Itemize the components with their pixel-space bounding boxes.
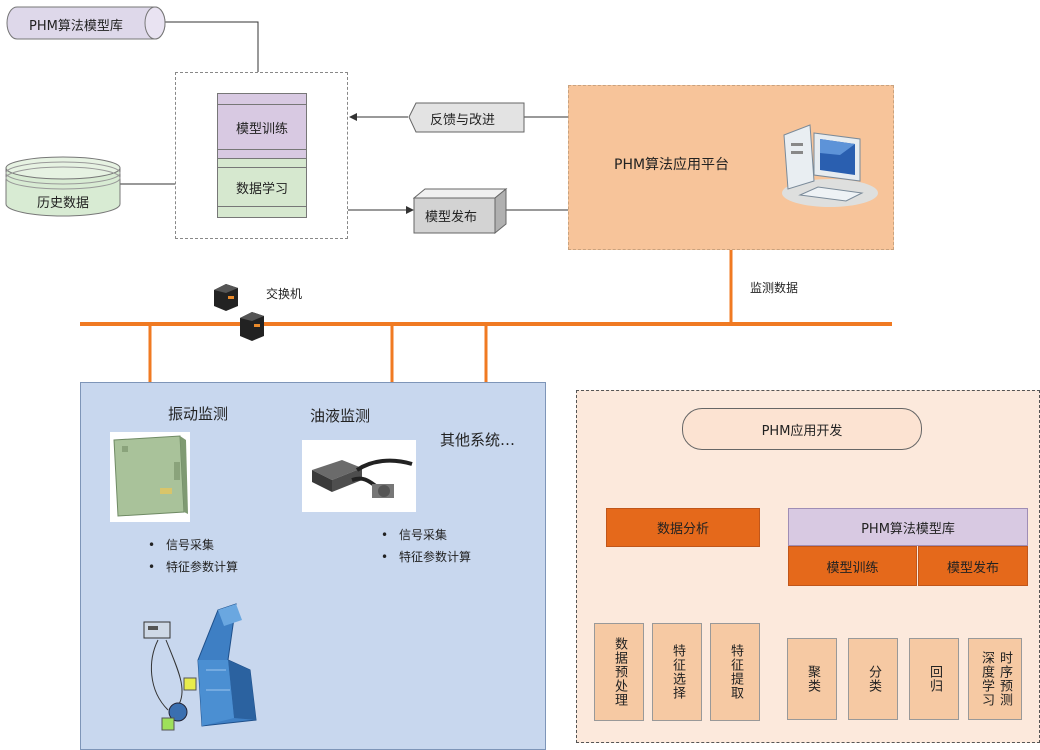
model-release-orange-box: 模型发布 [918, 546, 1028, 586]
data-learning-label: 数据学习 [235, 181, 288, 197]
model-release-box: 模型发布 [413, 188, 508, 235]
switch-shape-2 [240, 312, 264, 341]
model-library-box-label: PHM算法模型库 [861, 521, 955, 537]
model-training-label: 模型训练 [235, 121, 288, 137]
data-analysis-label: 数据分析 [656, 522, 709, 537]
feedback-label: 反馈与改进 [430, 113, 496, 128]
model-library-box: PHM算法模型库 [788, 508, 1028, 546]
release-3d-shape [413, 188, 508, 235]
model-stack: 模型训练 数据学习 [217, 93, 307, 218]
data-learning-block: 数据学习 [217, 167, 307, 207]
computer-icon [770, 115, 880, 215]
leaf-classification: 分类 [848, 638, 898, 720]
leaf-feature-extract-label: 特征提取 [728, 644, 743, 700]
vibration-items: 信号采集 特征参数计算 [152, 534, 238, 578]
oil-title: 油液监测 [310, 407, 371, 425]
model-library-label: PHM算法模型库 [29, 19, 123, 34]
oil-device-shape [302, 440, 416, 512]
history-data-label: 历史数据 [37, 196, 90, 211]
leaf-regression: 回归 [909, 638, 959, 720]
leaf-feature-extract: 特征提取 [710, 623, 760, 721]
switch-shape-1 [214, 284, 238, 311]
network-switch-icon [238, 310, 266, 342]
vibration-sensor-box-icon [110, 432, 190, 522]
computer-shape [782, 124, 878, 207]
vibration-device-shape [110, 432, 190, 522]
history-data-cylinder: 历史数据 [5, 156, 121, 218]
leaf-feature-select-label: 特征选择 [670, 644, 685, 700]
leaf-timeseries-deeplearning: 深度学习 时序预测 [968, 638, 1022, 720]
vibration-title: 振动监测 [168, 405, 229, 423]
leaf-data-preprocess-label: 数据预处理 [612, 637, 627, 707]
leaf-data-preprocess: 数据预处理 [594, 623, 644, 721]
leaf-classification-label: 分类 [866, 665, 881, 693]
oil-item-signal: 信号采集 [385, 524, 471, 546]
data-analysis-box: 数据分析 [606, 508, 760, 547]
leaf-deep-learning-label: 深度学习 [979, 651, 994, 707]
vibration-item-signal: 信号采集 [152, 534, 238, 556]
vibration-item-feature: 特征参数计算 [152, 556, 238, 578]
others-title: 其他系统… [440, 431, 516, 449]
oil-items: 信号采集 特征参数计算 [385, 524, 471, 568]
phm-dev-root-label: PHM应用开发 [761, 423, 843, 439]
leaf-clustering: 聚类 [787, 638, 837, 720]
oil-sensor-icon [302, 440, 416, 512]
platform-label: PHM算法应用平台 [614, 157, 730, 173]
turbine-machine-icon [138, 600, 278, 738]
model-release-box-label: 模型发布 [946, 560, 999, 576]
leaf-regression-label: 回归 [927, 665, 942, 693]
stack-bottom-stripe [217, 206, 307, 218]
leaf-timeseries-label: 时序预测 [997, 651, 1012, 707]
feedback-shape [408, 102, 525, 133]
leaf-feature-select: 特征选择 [652, 623, 702, 721]
monitor-data-label: 监测数据 [750, 281, 799, 295]
model-release-label: 模型发布 [425, 210, 478, 225]
turbine-shape [143, 603, 257, 731]
phm-dev-root: PHM应用开发 [682, 408, 922, 450]
model-training-box: 模型训练 [788, 546, 917, 586]
model-training-box-label: 模型训练 [826, 560, 879, 576]
feedback-box: 反馈与改进 [408, 102, 525, 133]
network-switch-icon [212, 282, 240, 312]
switch-label: 交换机 [266, 287, 303, 301]
oil-item-feature: 特征参数计算 [385, 546, 471, 568]
model-training-block: 模型训练 [217, 104, 307, 150]
leaf-clustering-label: 聚类 [805, 665, 820, 693]
cylinder-shape [6, 6, 166, 40]
model-library-cylinder: PHM算法模型库 [5, 6, 166, 40]
database-shape [5, 156, 121, 217]
